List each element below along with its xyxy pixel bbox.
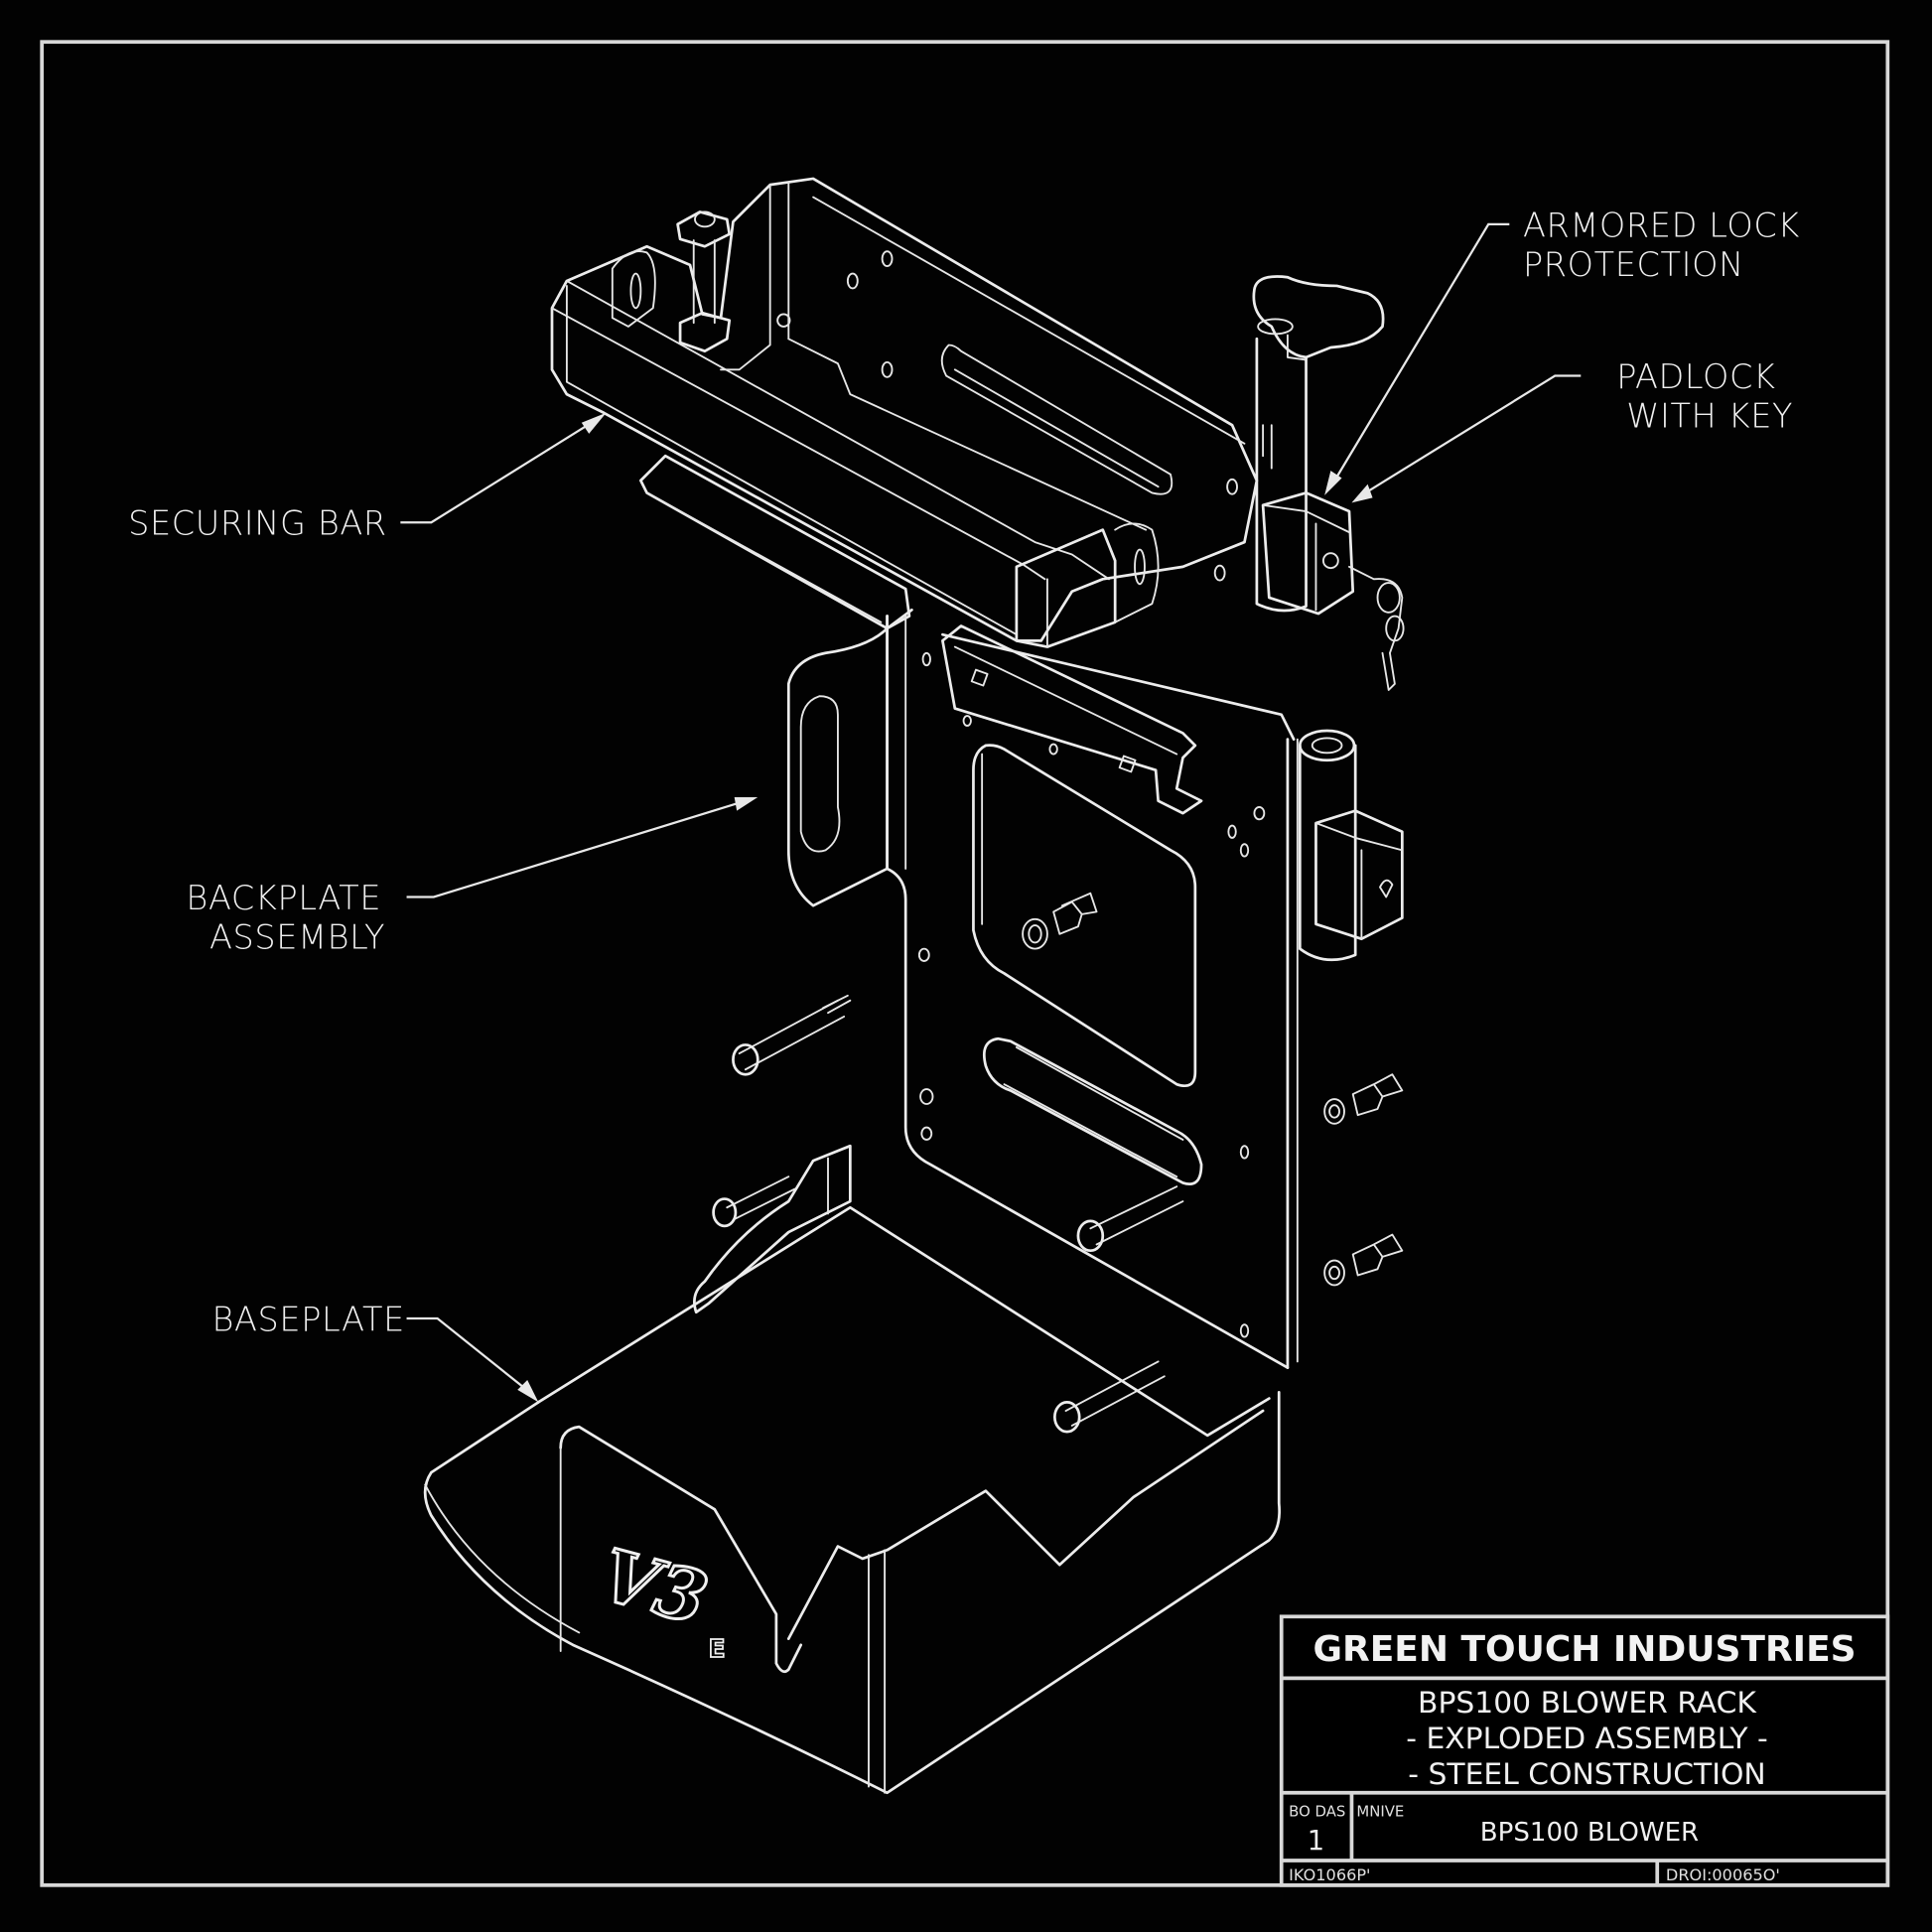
arrow-armored-lock [1324, 471, 1342, 495]
arrow-baseplate [517, 1380, 539, 1403]
backplate-part [786, 608, 1404, 1369]
arrow-securing-bar [581, 412, 607, 434]
title-description-line2: - EXPLODED ASSEMBLY - [1406, 1722, 1767, 1756]
baseplate-part: V3 E [423, 1144, 1281, 1795]
fasteners [712, 994, 1404, 1434]
callout-padlock-line2: WITH KEY [1626, 397, 1793, 436]
callout-armored-lock-line2: PROTECTION [1523, 245, 1744, 284]
v3-logo: V3 [593, 1532, 716, 1641]
callout-securing-bar: SECURING BAR [128, 504, 387, 543]
name-header: MNIVE [1356, 1802, 1404, 1820]
qty-value: 1 [1308, 1826, 1324, 1857]
sheet-border [40, 40, 1890, 1887]
callout-leaders [400, 222, 1582, 1403]
callout-armored-lock-line1: ARMORED LOCK [1523, 206, 1800, 244]
title-company: GREEN TOUCH INDUSTRIES [1312, 1629, 1856, 1670]
qty-header: BO DAS [1289, 1802, 1345, 1820]
title-description-line3: - STEEL CONSTRUCTION [1408, 1757, 1765, 1792]
name-value: BPS100 BLOWER [1480, 1818, 1699, 1848]
securing-bar-part [550, 177, 1259, 648]
callout-backplate-line1: BACKPLATE [186, 879, 381, 917]
arrow-backplate [734, 796, 759, 811]
callout-labels: ARMORED LOCK PROTECTION PADLOCK WITH KEY… [128, 206, 1800, 1338]
armored-lock-part [1252, 275, 1405, 691]
title-block: GREEN TOUCH INDUSTRIES BPS100 BLOWER RAC… [1279, 1614, 1890, 1887]
callout-baseplate: BASEPLATE [211, 1300, 404, 1338]
drawing-code-right: DROI:00065O' [1666, 1865, 1780, 1884]
arrow-padlock [1351, 483, 1373, 503]
callout-backplate-line2: ASSEMBLY [209, 918, 385, 957]
v3-logo-suffix: E [709, 1634, 726, 1663]
callout-padlock-line1: PADLOCK [1616, 357, 1775, 396]
title-description-line1: BPS100 BLOWER RACK [1418, 1686, 1757, 1721]
drawing-code-left: IKO1066P' [1289, 1865, 1370, 1884]
